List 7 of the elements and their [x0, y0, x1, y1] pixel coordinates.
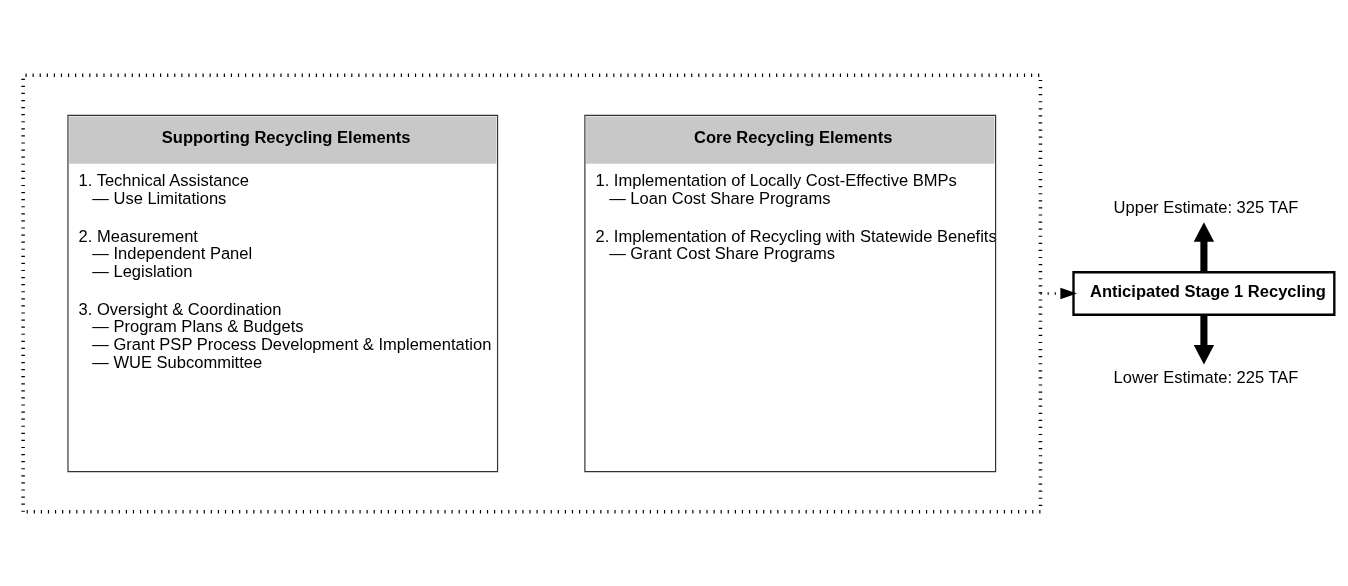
cluster	[21, 72, 1043, 514]
node-box: Anticipated Stage 1 Recycling	[1072, 270, 1336, 316]
node-text: Lower Estimate: 225 TAF	[1113, 367, 1299, 387]
arrow	[1040, 287, 1077, 299]
node-text: Upper Estimate: 325 TAF	[1113, 197, 1299, 217]
arrow	[1193, 221, 1215, 272]
arrow	[1193, 314, 1215, 364]
